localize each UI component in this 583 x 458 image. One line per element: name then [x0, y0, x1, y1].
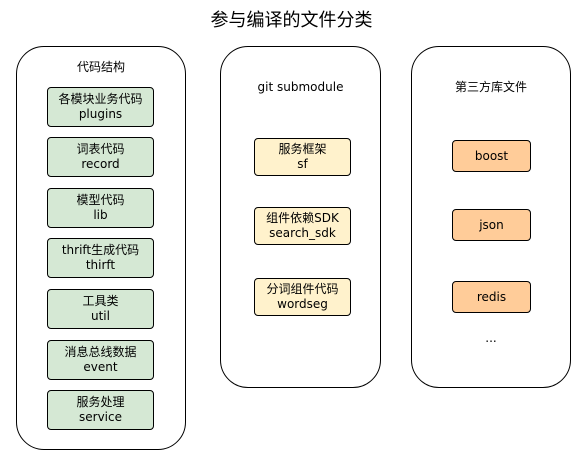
node-wordseg: 分词组件代码 wordseg [254, 278, 351, 316]
node-code-label: lib [93, 208, 108, 222]
node-label: 分词组件代码 [266, 282, 339, 296]
node-lib: 模型代码 lib [47, 188, 154, 228]
node-thirft: thrift生成代码 thirft [47, 238, 154, 278]
node-code-label: record [81, 157, 120, 171]
node-code-label: util [91, 309, 110, 323]
node-code-label: plugins [78, 107, 123, 121]
node-label: 组件依赖SDK [266, 211, 339, 225]
node-util: 工具类 util [47, 289, 154, 329]
node-code-label: search_sdk [269, 226, 336, 240]
group-third-party: 第三方库文件 boost json redis ... [411, 46, 571, 388]
group-title: git submodule [257, 80, 344, 94]
node-record: 词表代码 record [47, 137, 154, 177]
group-git-submodule: git submodule 服务框架 sf 组件依赖SDK search_sdk… [220, 46, 381, 388]
node-json: json [452, 209, 531, 241]
group-title: 第三方库文件 [454, 80, 527, 94]
node-code-label: service [79, 410, 122, 424]
node-service: 服务处理 service [47, 390, 154, 430]
node-code-label: sf [297, 157, 308, 171]
node-label: 词表代码 [76, 142, 125, 156]
node-event: 消息总线数据 event [47, 340, 154, 380]
node-label: 服务处理 [76, 395, 125, 409]
node-plugins: 各模块业务代码 plugins [47, 87, 154, 127]
more-ellipsis: ... [485, 331, 497, 345]
node-boost: boost [452, 140, 531, 172]
node-label: 消息总线数据 [64, 345, 137, 359]
node-label: redis [476, 289, 507, 304]
node-label: boost [474, 148, 509, 163]
node-code-label: wordseg [277, 297, 328, 311]
node-label: 服务框架 [278, 142, 327, 156]
node-code-label: event [83, 360, 118, 374]
diagram-title: 参与编译的文件分类 [210, 10, 373, 31]
node-redis: redis [452, 281, 531, 313]
node-sf: 服务框架 sf [254, 138, 351, 176]
node-label: 各模块业务代码 [58, 92, 143, 106]
node-label: 工具类 [82, 294, 119, 308]
node-label: 模型代码 [76, 193, 125, 207]
group-title: 代码结构 [76, 60, 125, 74]
node-search-sdk: 组件依赖SDK search_sdk [254, 207, 351, 245]
node-code-label: thirft [85, 258, 116, 272]
group-code-structure: 代码结构 各模块业务代码 plugins 词表代码 record 模型代码 li… [16, 46, 186, 450]
node-label: json [479, 217, 504, 232]
node-label: thrift生成代码 [61, 243, 140, 257]
